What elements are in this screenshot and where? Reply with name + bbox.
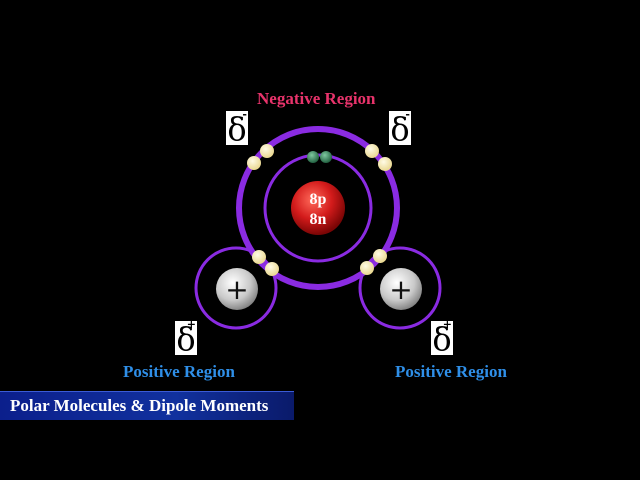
hydrogen-right-shell	[358, 246, 442, 330]
bonding-electron	[252, 250, 266, 264]
nucleus-protons: 8p	[310, 191, 327, 208]
title-banner: Polar Molecules & Dipole Moments	[0, 391, 294, 420]
delta-symbol: δ	[176, 321, 196, 355]
bonding-electron	[373, 249, 387, 263]
hydrogen-left-nucleus	[216, 268, 258, 310]
plus-icon: +	[225, 273, 248, 306]
bonding-electron	[360, 261, 374, 275]
partial-positive-charge-icon: δ +	[175, 321, 197, 355]
nucleus-neutrons: 8n	[310, 211, 327, 228]
oxygen-outer-shell	[236, 126, 400, 290]
positive-region-label-right: Positive Region	[395, 362, 507, 381]
delta-symbol: δ	[390, 111, 410, 145]
charge-sign: -	[405, 111, 410, 121]
delta-symbol: δ	[432, 321, 452, 355]
hydrogen-right-nucleus	[380, 268, 422, 310]
positive-region-label-left: Positive Region	[123, 362, 235, 381]
plus-icon: +	[389, 273, 412, 306]
charge-sign: -	[242, 111, 247, 121]
negative-region-label: Negative Region	[257, 89, 376, 108]
bonding-electron	[265, 262, 279, 276]
charge-sign: +	[186, 321, 196, 331]
electron	[378, 157, 392, 171]
delta-symbol: δ	[227, 111, 247, 145]
electron	[365, 144, 379, 158]
hydrogen-left-shell	[194, 246, 278, 330]
electron	[260, 144, 274, 158]
electron	[247, 156, 261, 170]
lone-pair-electron	[307, 151, 319, 163]
charge-sign: +	[442, 321, 452, 331]
lone-pair-electron	[320, 151, 332, 163]
partial-negative-charge-icon: δ -	[226, 111, 248, 145]
oxygen-nucleus	[291, 181, 345, 235]
partial-negative-charge-icon: δ -	[389, 111, 411, 145]
title-text: Polar Molecules & Dipole Moments	[10, 396, 269, 415]
partial-positive-charge-icon: δ +	[431, 321, 453, 355]
